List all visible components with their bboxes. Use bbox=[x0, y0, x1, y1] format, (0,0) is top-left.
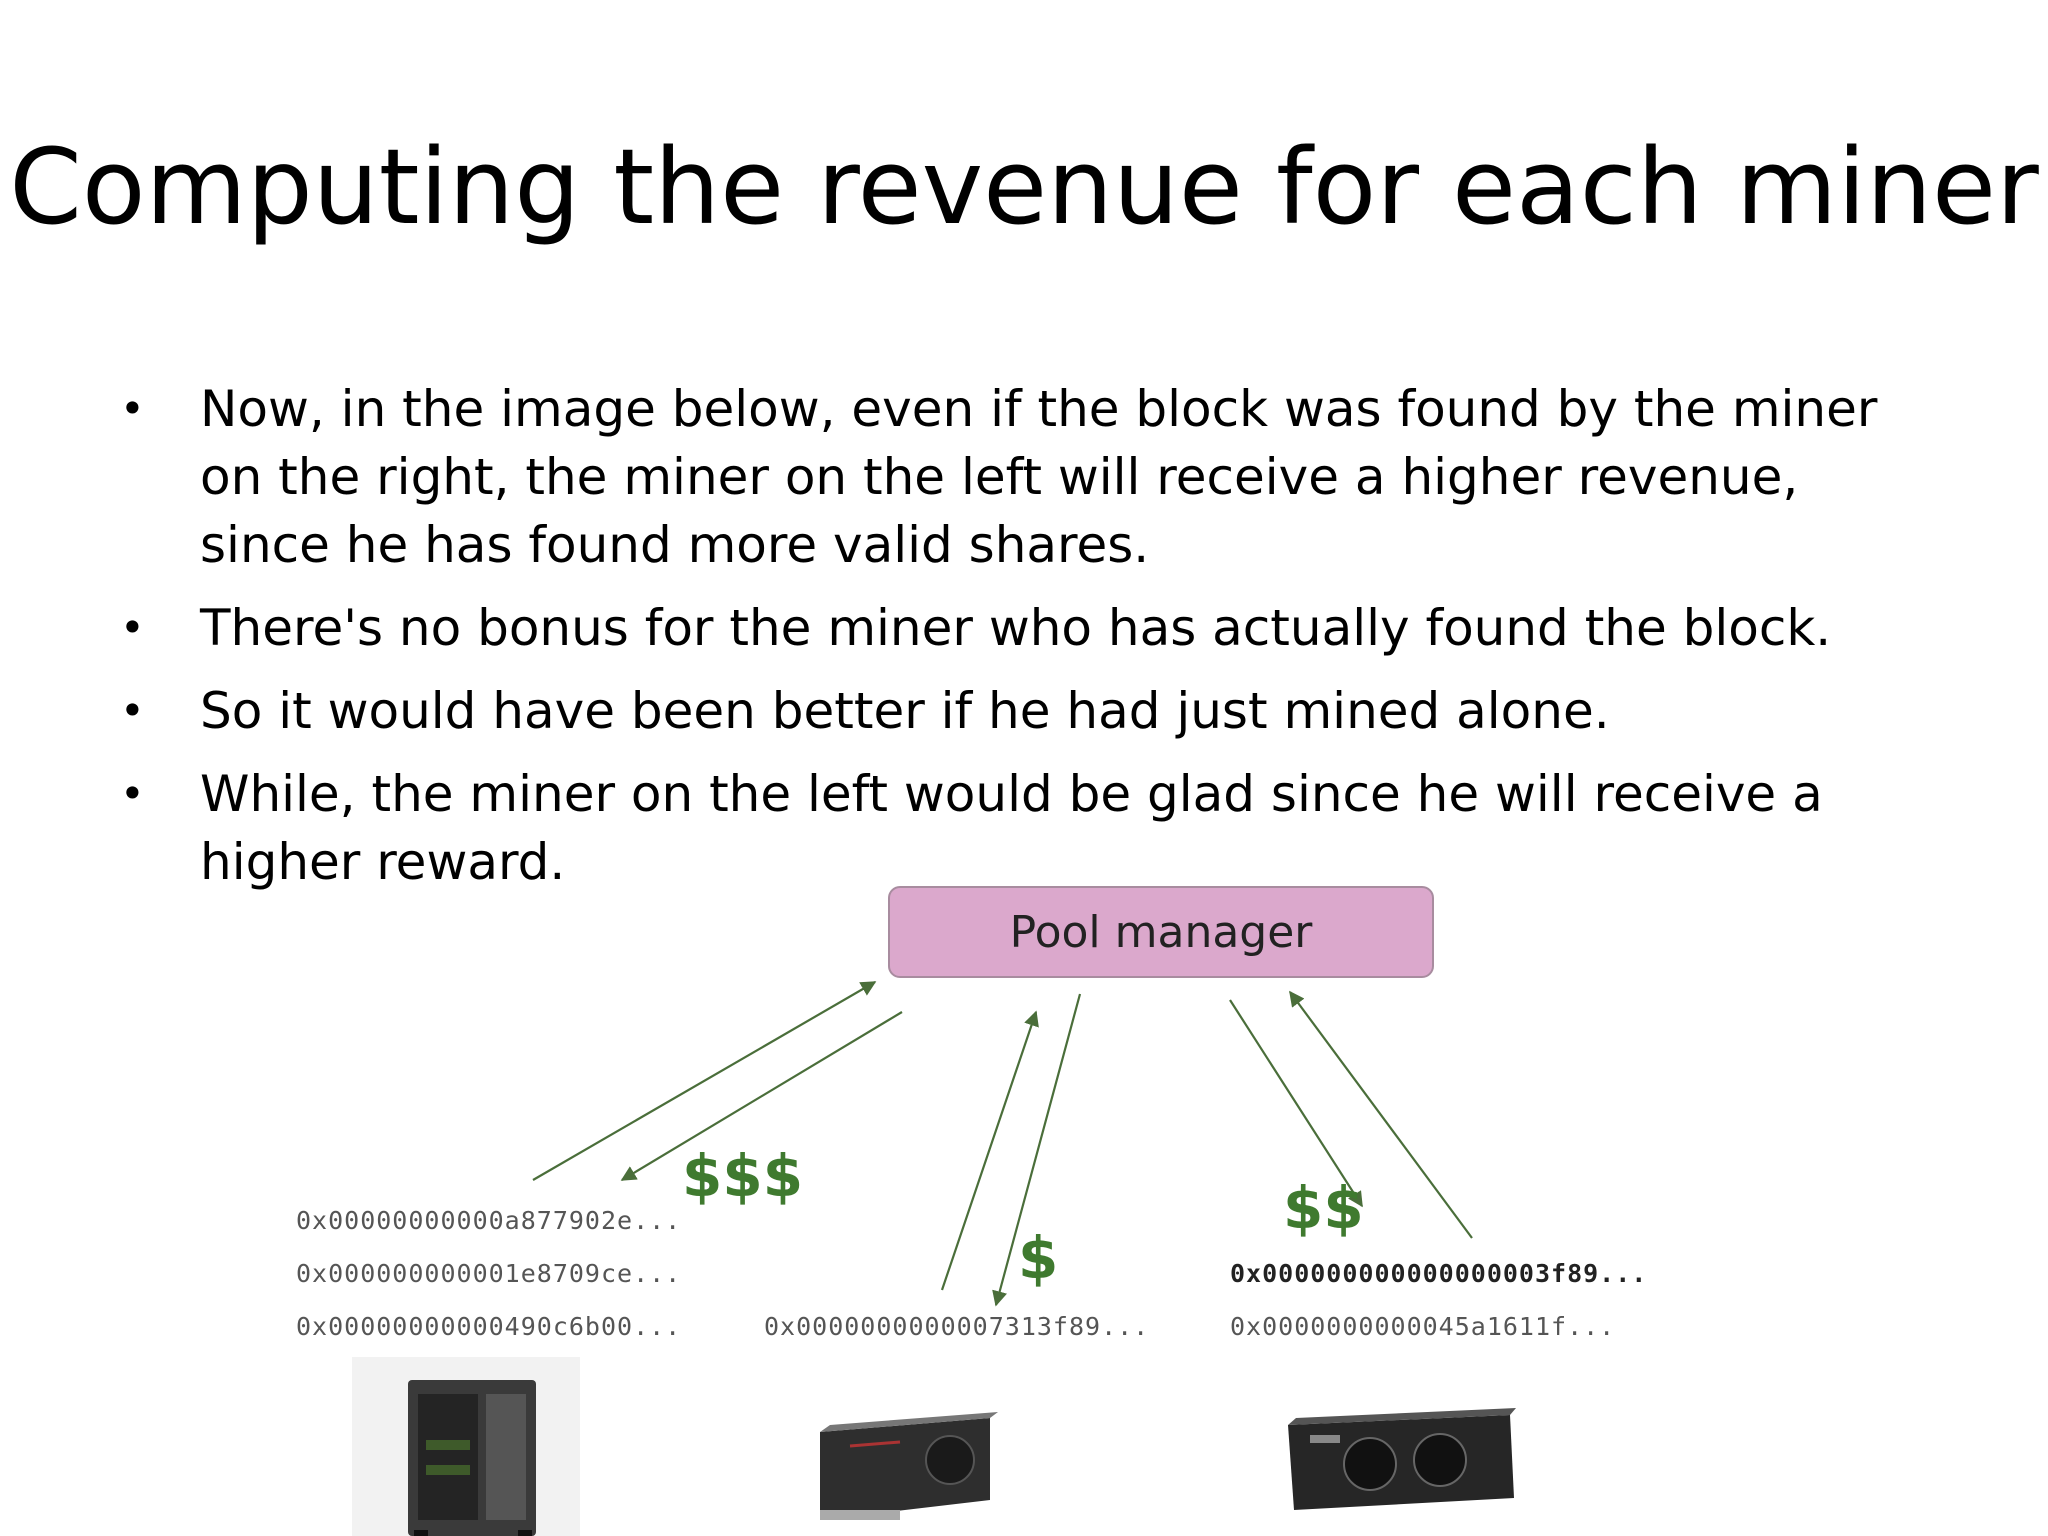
bullet-icon: • bbox=[120, 686, 145, 735]
bullet-icon: • bbox=[120, 384, 145, 433]
arrow-left-to-pool bbox=[532, 981, 877, 1181]
hash-middle-1: 0x0000000000007313f89... bbox=[764, 1312, 1150, 1341]
bullet-text: Now, in the image below, even if the blo… bbox=[200, 380, 1878, 574]
arrow-pool-to-middle bbox=[992, 993, 1082, 1307]
hash-left-2: 0x000000000001e8709ce... bbox=[296, 1259, 682, 1288]
bullet-list: • Now, in the image below, even if the b… bbox=[120, 375, 1940, 911]
graphics-card-icon bbox=[820, 1412, 998, 1520]
mining-pool-diagram: Pool manager $$$ $ $$ 0x00000000000a8779… bbox=[290, 880, 1690, 1536]
reward-left: $$$ bbox=[682, 1142, 804, 1210]
hash-right-winning: 0x000000000000000003f89... bbox=[1230, 1259, 1648, 1288]
bullet-item: • Now, in the image below, even if the b… bbox=[120, 375, 1940, 579]
bullet-icon: • bbox=[120, 769, 145, 818]
bullet-item: • While, the miner on the left would be … bbox=[120, 760, 1940, 896]
bullet-text: While, the miner on the left would be gl… bbox=[200, 765, 1823, 891]
pool-manager-box: Pool manager bbox=[888, 886, 1434, 978]
arrow-middle-to-pool bbox=[940, 1010, 1039, 1291]
bullet-item: • So it would have been better if he had… bbox=[120, 677, 1940, 745]
reward-right: $$ bbox=[1283, 1174, 1364, 1242]
arrow-pool-to-right bbox=[1229, 999, 1363, 1208]
pool-manager-label: Pool manager bbox=[1009, 906, 1313, 958]
hash-left-3: 0x00000000000490c6b00... bbox=[296, 1312, 682, 1341]
hash-right-2: 0x0000000000045a1611f... bbox=[1230, 1312, 1616, 1341]
bullet-text: There's no bonus for the miner who has a… bbox=[200, 599, 1832, 657]
arrow-right-to-pool bbox=[1289, 990, 1473, 1239]
bullet-item: • There's no bonus for the miner who has… bbox=[120, 594, 1940, 662]
arrow-pool-to-left bbox=[620, 1011, 903, 1181]
diagram-arrows bbox=[352, 981, 1516, 1536]
mining-rig-case-icon bbox=[352, 1357, 580, 1536]
asic-miner-icon bbox=[1288, 1408, 1516, 1510]
hash-left-1: 0x00000000000a877902e... bbox=[296, 1206, 682, 1235]
bullet-text: So it would have been better if he had j… bbox=[200, 682, 1610, 740]
slide-title: Computing the revenue for each miner bbox=[9, 126, 2039, 248]
reward-middle: $ bbox=[1018, 1224, 1059, 1292]
bullet-icon: • bbox=[120, 603, 145, 652]
